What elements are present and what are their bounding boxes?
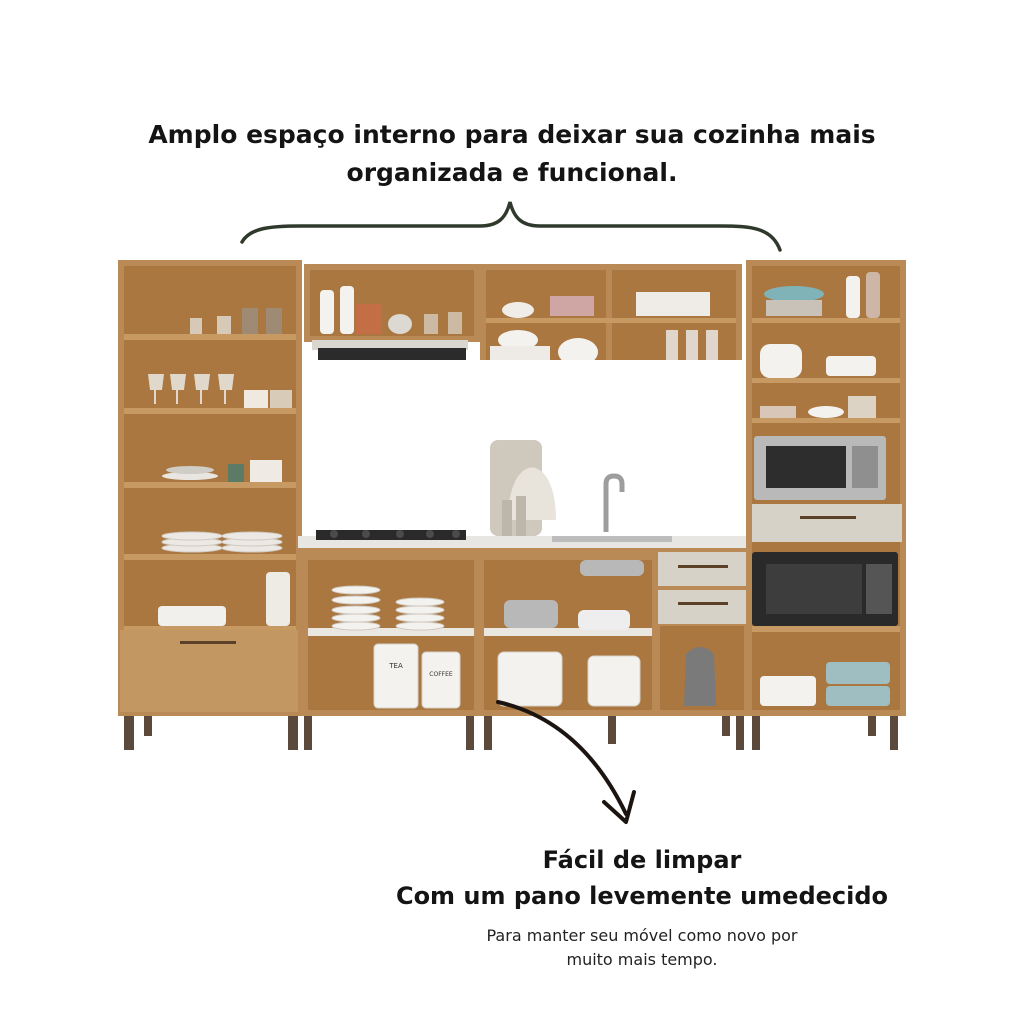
coffee-jar: [421, 651, 461, 709]
curved-arrow-icon: [496, 700, 628, 816]
white-pot: [497, 651, 563, 707]
cooktop: [316, 530, 466, 540]
cleaning-subtitle: Com um pano levemente umedecido: [395, 882, 889, 910]
cleaning-note-line-1: Para manter seu móvel como novo por: [486, 926, 798, 945]
cleaning-note: Para manter seu móvel como novo por muit…: [462, 924, 822, 972]
right-tall-cabinet: [746, 260, 906, 750]
drawer-lower: [658, 590, 746, 624]
headline-line-1: Amplo espaço interno para deixar sua coz…: [148, 120, 876, 149]
drawer-upper: [658, 552, 746, 586]
steel-pot: [504, 600, 558, 628]
tea-jar: [373, 643, 419, 709]
cleaning-title: Fácil de limpar: [542, 846, 742, 874]
kettle: [684, 647, 716, 706]
cleaning-note-line-2: muito mais tempo.: [566, 950, 718, 969]
curly-brace-icon: [240, 201, 782, 252]
cleaning-info: Fácil de limpar Com um pano levemente um…: [312, 842, 972, 972]
lower-cabinets: TEA COFFEE: [300, 548, 750, 750]
tea-jar-label: TEA: [388, 662, 403, 670]
headline: Amplo espaço interno para deixar sua coz…: [112, 116, 912, 192]
headline-line-2: organizada e funcional.: [346, 158, 678, 187]
range-hood: [318, 348, 466, 360]
coffee-jar-label: COFFEE: [429, 671, 453, 678]
right-drawer: [752, 504, 902, 542]
upper-shelf-left: [304, 264, 480, 360]
drawer-handle: [180, 641, 236, 644]
left-tall-cabinet: [118, 260, 302, 750]
faucet: [603, 473, 625, 532]
